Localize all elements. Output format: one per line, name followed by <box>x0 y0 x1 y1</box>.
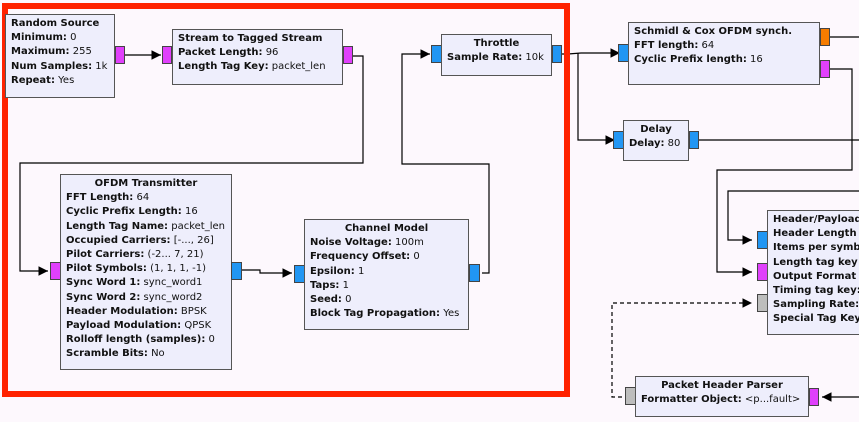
param-header-length: Header Length <box>773 228 857 240</box>
block-packet-header-parser[interactable]: Packet Header Parser Formatter Object: <… <box>635 376 809 417</box>
block-random-source[interactable]: Random Source Minimum: 0 Maximum: 255 Nu… <box>5 14 115 98</box>
param-items-per-symbol: Items per symb <box>773 242 859 254</box>
block-title: Header/Payload Demux <box>773 214 859 225</box>
param-seed: Seed: 0 <box>310 294 352 306</box>
param-fft-length: FFT Length: 64 <box>66 192 150 204</box>
param-sample-rate: Sample Rate: 10k <box>447 52 544 64</box>
param-special-tag-keys: Special Tag Key <box>773 313 859 325</box>
param-maximum: Maximum: 255 <box>11 46 92 58</box>
block-title: OFDM Transmitter <box>94 178 198 189</box>
param-pilot-symbols: Pilot Symbols: (1, 1, 1, -1) <box>66 263 206 275</box>
param-sync-word-1: Sync Word 1: sync_word1 <box>66 277 203 289</box>
block-ofdm-transmitter[interactable]: OFDM Transmitter FFT Length: 64 Cyclic P… <box>60 174 232 370</box>
param-block-tag-propagation: Block Tag Propagation: Yes <box>310 308 460 320</box>
param-occupied-carriers: Occupied Carriers: [-..., 26] <box>66 234 214 246</box>
stream-to-tagged-in-port[interactable] <box>162 46 172 64</box>
param-header-modulation: Header Modulation: BPSK <box>66 305 207 317</box>
param-length-tag-key: Length tag key <box>773 256 858 268</box>
param-num-samples: Num Samples: 1k <box>11 60 108 72</box>
schmidl-cox-freq-offset-out-port[interactable] <box>820 28 830 46</box>
selection-rectangle <box>2 3 570 397</box>
throttle-out-port[interactable] <box>552 45 562 63</box>
param-epsilon: Epsilon: 1 <box>310 265 365 277</box>
param-fft-length: FFT length: 64 <box>634 40 715 52</box>
param-scramble-bits: Scramble Bits: No <box>66 348 165 360</box>
param-output-format: Output Format <box>773 270 857 282</box>
param-taps: Taps: 1 <box>310 279 349 291</box>
block-title: Channel Model <box>344 223 429 234</box>
block-header-payload-demux[interactable]: Header/Payload Demux Header Length Items… <box>767 210 859 335</box>
random-source-out-port[interactable] <box>115 46 125 64</box>
block-throttle[interactable]: Throttle Sample Rate: 10k <box>441 34 552 76</box>
block-schmidl-cox-ofdm-synch[interactable]: Schmidl & Cox OFDM synch. FFT length: 64… <box>628 22 820 85</box>
param-repeat: Repeat: Yes <box>11 74 75 86</box>
param-formatter-object: Formatter Object: <p...fault> <box>641 394 801 406</box>
param-pilot-carriers: Pilot Carriers: (-2... 7, 21) <box>66 249 204 261</box>
param-timing-tag-key: Timing tag key: <box>773 285 859 297</box>
param-rolloff-length: Rolloff length (samples): 0 <box>66 334 215 346</box>
param-delay: Delay: 80 <box>629 138 681 150</box>
param-payload-modulation: Payload Modulation: QPSK <box>66 320 212 332</box>
channel-model-out-port[interactable] <box>469 264 480 282</box>
block-delay[interactable]: Delay Delay: 80 <box>623 120 689 161</box>
wire-throttle-to-delay <box>577 53 615 145</box>
param-cyclic-prefix-length: Cyclic Prefix length: 16 <box>634 54 763 66</box>
block-title: Stream to Tagged Stream <box>178 33 323 44</box>
block-title: Packet Header Parser <box>661 380 783 391</box>
ofdm-tx-out-port[interactable] <box>231 262 242 280</box>
delay-out-port[interactable] <box>689 131 699 149</box>
param-frequency-offset: Frequency Offset: 0 <box>310 251 420 263</box>
stream-to-tagged-out-port[interactable] <box>343 46 353 64</box>
param-packet-length: Packet Length: 96 <box>178 47 279 59</box>
block-title: Delay <box>640 124 672 135</box>
param-minimum: Minimum: 0 <box>11 32 77 44</box>
param-sampling-rate: Sampling Rate: <box>773 299 859 311</box>
packet-header-parser-in-port[interactable] <box>809 388 819 406</box>
param-cyclic-prefix-length: Cyclic Prefix Length: 16 <box>66 206 198 218</box>
param-sync-word-2: Sync Word 2: sync_word2 <box>66 291 203 303</box>
param-noise-voltage: Noise Voltage: 100m <box>310 237 424 249</box>
param-length-tag-name: Length Tag Name: packet_len <box>66 220 225 232</box>
block-stream-to-tagged-stream[interactable]: Stream to Tagged Stream Packet Length: 9… <box>172 29 343 85</box>
block-channel-model[interactable]: Channel Model Noise Voltage: 100m Freque… <box>304 219 469 330</box>
block-title: Random Source <box>11 18 100 29</box>
block-title: Schmidl & Cox OFDM synch. <box>634 26 793 37</box>
param-length-tag-key: Length Tag Key: packet_len <box>178 61 326 73</box>
block-title: Throttle <box>473 38 520 49</box>
schmidl-cox-detect-out-port[interactable] <box>820 60 830 78</box>
